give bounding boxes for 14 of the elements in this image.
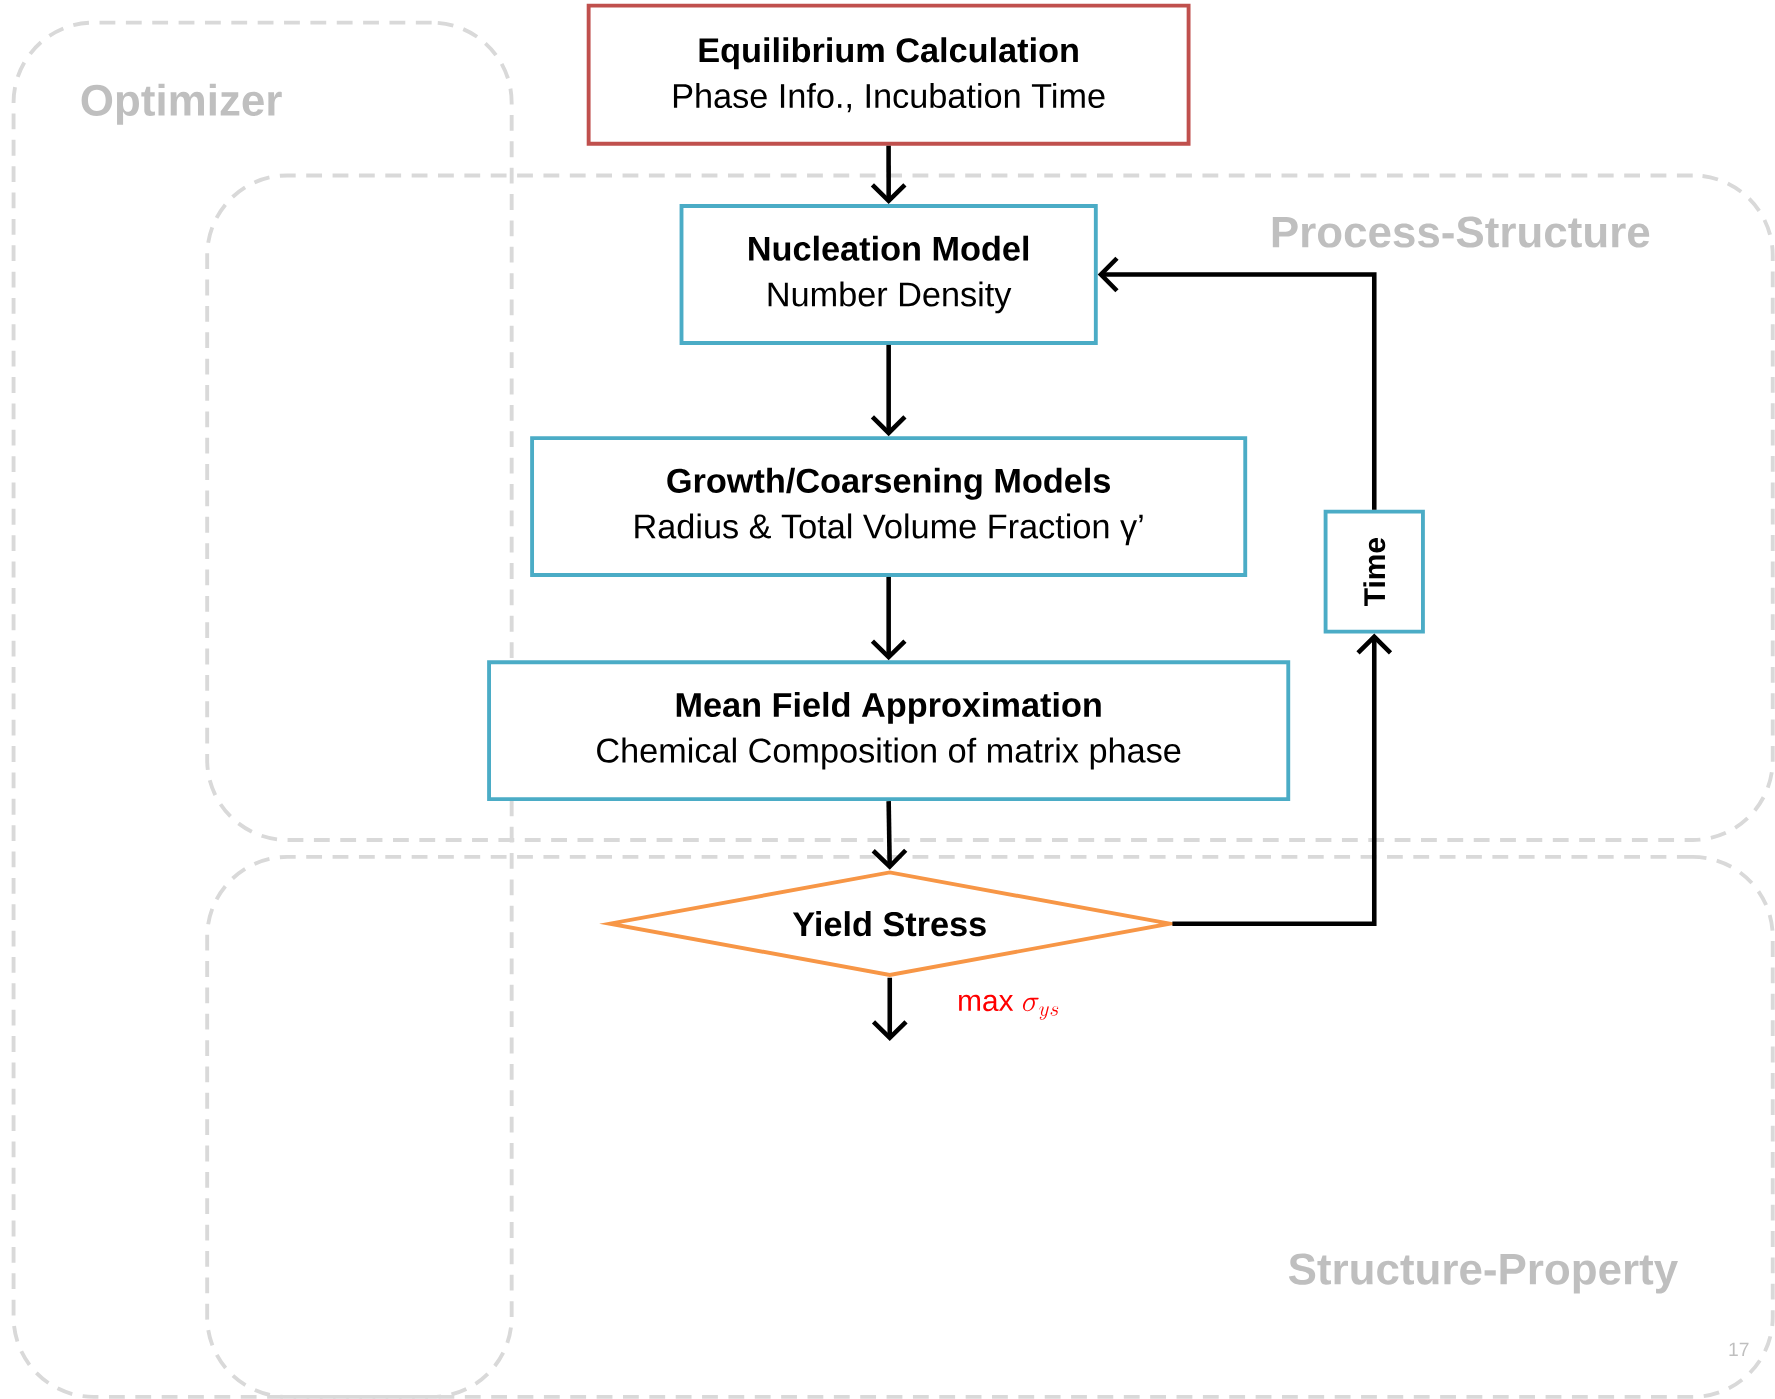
region-title: Optimizer (81, 83, 282, 125)
region-title: Process-Structure (1272, 216, 1650, 248)
process-box: Growth/Coarsening Models Radius & Total Volume Fraction γ’ (530, 436, 1248, 577)
page-number: 17 (1729, 1342, 1749, 1356)
edge-label: $\mathrm{max}\ \sigma_{ys}$ (955, 993, 1062, 1022)
region-title: Structure-Property (1288, 1253, 1678, 1294)
arrow (870, 344, 907, 437)
process-box: Equilibrium Calculation Phase Info., Incubation Time (586, 3, 1191, 146)
arrow (870, 576, 907, 661)
process-box: Mean Field Approximation Chemical Composition of matrix phase (487, 660, 1291, 802)
process-box: Nucleation Model Number Density (679, 204, 1098, 345)
process-box: Time (1323, 509, 1425, 634)
arrow (1172, 633, 1393, 926)
arrow (1097, 256, 1377, 510)
